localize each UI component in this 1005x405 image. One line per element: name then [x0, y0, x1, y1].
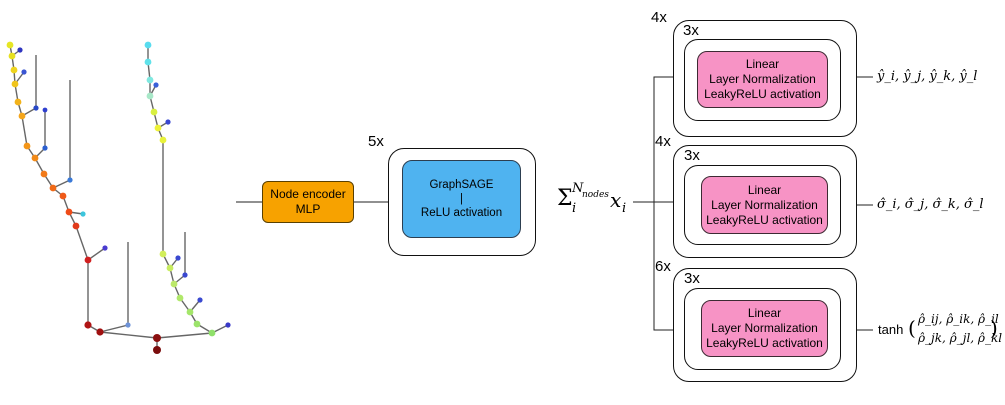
head1-layer-box: Linear Layer Normalization LeakyReLU act…	[697, 51, 828, 108]
head3-output-fn: tanh	[878, 322, 904, 337]
graph-edge	[99, 331, 158, 339]
graph-node	[208, 329, 216, 337]
node-encoder-box: Node encoder MLP	[262, 181, 354, 223]
graph-node	[18, 112, 26, 120]
head3-leakyrelu-label: LeakyReLU activation	[706, 336, 823, 350]
head2-outer-repeat: 4x	[655, 133, 671, 150]
graph-node	[8, 52, 16, 60]
sum-upper-n: N	[572, 181, 584, 196]
graph-node	[170, 280, 178, 288]
graph-node	[10, 66, 18, 74]
head3-inner-repeat: 3x	[684, 270, 700, 287]
head2-output-label: σ̂_i, σ̂_j, σ̂_k, σ̂_l	[877, 197, 984, 212]
graph-node	[150, 108, 158, 116]
graph-node	[175, 255, 181, 261]
head3-layer-box: Linear Layer Normalization LeakyReLU act…	[701, 300, 828, 357]
graph-node	[197, 297, 203, 303]
graph-node	[6, 41, 14, 49]
head-branch-line	[653, 76, 673, 331]
graph-edge	[87, 247, 106, 261]
graph-node	[125, 322, 131, 328]
head2-inner-repeat: 3x	[684, 147, 700, 164]
head3-outer-repeat: 6x	[655, 258, 671, 275]
sum-pooling-formula: Σ i N nodes x i	[557, 181, 633, 224]
gnn-repeat-label: 5x	[368, 133, 384, 150]
sum-variable-x: x	[610, 188, 622, 212]
graph-node	[40, 170, 48, 178]
connector-lines	[236, 76, 873, 331]
head1-output-label: ŷ_i, ŷ_j, ŷ_k, ŷ_l	[877, 69, 978, 84]
graph-node	[42, 145, 48, 151]
head3-linear-label: Linear	[747, 306, 782, 320]
head1-inner-repeat: 3x	[683, 22, 699, 39]
graph-node	[42, 107, 48, 113]
graph-node	[186, 308, 194, 316]
graph-node	[153, 346, 161, 354]
head1-leakyrelu-label: LeakyReLU activation	[704, 87, 821, 101]
encoder-label-line2: MLP	[295, 202, 321, 216]
graph-node	[11, 80, 19, 88]
head2-layer-box: Linear Layer Normalization LeakyReLU act…	[701, 176, 828, 234]
graph-node	[159, 136, 167, 144]
graph-node	[146, 92, 154, 100]
graph-node	[59, 192, 67, 200]
graph-node	[23, 142, 31, 150]
sum-variable-sub: i	[622, 201, 627, 216]
head3-output-label: tanh ( ρ̂_ij, ρ̂_ik, ρ̂_il ρ̂_jk, ρ̂_jl,…	[876, 312, 1003, 350]
head1-outer-repeat: 4x	[651, 9, 667, 26]
head2-linear-label: Linear	[747, 182, 782, 197]
graph-node	[96, 328, 104, 336]
graph-node	[33, 105, 39, 111]
head2-layernorm-label: Layer Normalization	[711, 197, 818, 212]
graph-node	[225, 322, 231, 328]
encoder-label-line1: Node encoder	[270, 187, 346, 201]
graph-node	[65, 208, 73, 216]
graph-node	[154, 124, 162, 132]
head3-output-row2: ρ̂_jk, ρ̂_jl, ρ̂_kl	[918, 331, 1003, 345]
head2-leakyrelu-label: LeakyReLU activation	[706, 212, 823, 227]
graph-edge	[156, 332, 213, 339]
graph-node	[84, 321, 92, 329]
graph-node	[31, 154, 39, 162]
graph-node	[182, 272, 188, 278]
graph-edge	[75, 225, 89, 261]
graph-node	[159, 250, 167, 258]
sum-symbol: Σ	[557, 186, 573, 211]
graph-node	[176, 294, 184, 302]
graphsage-label: GraphSAGE	[429, 179, 494, 191]
graphsage-separator: |	[460, 193, 463, 205]
graph-node	[166, 264, 174, 272]
head3-output-row1: ρ̂_ij, ρ̂_ik, ρ̂_il	[918, 312, 999, 326]
graph-node	[144, 41, 152, 49]
input-graph	[6, 41, 231, 354]
graph-node	[153, 82, 159, 88]
graph-node	[72, 222, 80, 230]
graph-node	[49, 184, 57, 192]
graph-node	[84, 256, 92, 264]
graph-node	[193, 320, 201, 328]
graph-node	[14, 98, 22, 106]
graph-node	[146, 76, 154, 84]
graph-node	[153, 334, 161, 342]
graph-node	[80, 211, 86, 217]
graphsage-box: GraphSAGE | ReLU activation	[402, 160, 521, 238]
relu-activation-label: ReLU activation	[420, 207, 503, 219]
head1-layernorm-label: Layer Normalization	[709, 72, 816, 86]
graph-edge	[99, 324, 129, 333]
graph-node	[17, 47, 23, 53]
graph-node	[144, 58, 152, 66]
sum-index: i	[572, 201, 577, 216]
graph-node	[67, 177, 73, 183]
graph-node	[165, 119, 171, 125]
head3-open-paren: (	[908, 316, 916, 340]
sum-upper-nodes: nodes	[582, 190, 609, 200]
head1-linear-label: Linear	[745, 57, 780, 71]
graph-node	[21, 69, 27, 75]
head3-close-paren: )	[990, 316, 998, 340]
graph-edge	[21, 115, 28, 147]
graph-node	[102, 245, 108, 251]
head3-layernorm-label: Layer Normalization	[711, 321, 818, 335]
